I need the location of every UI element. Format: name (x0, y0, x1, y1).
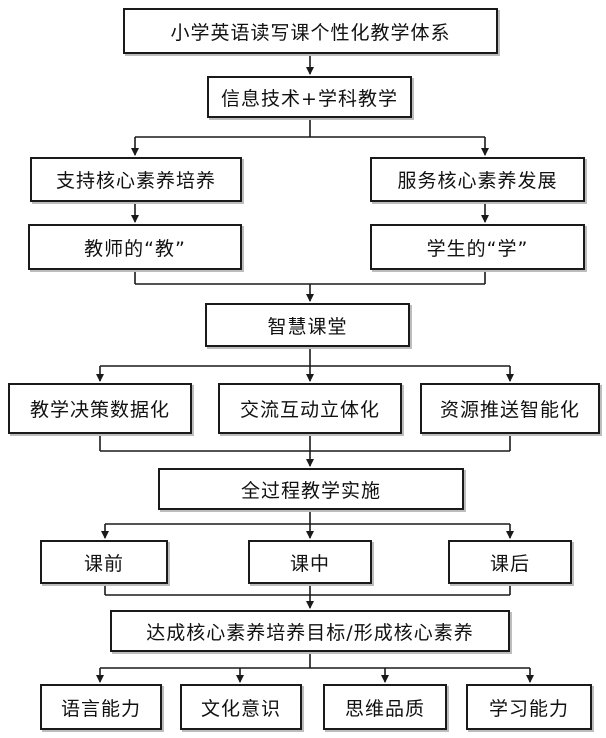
serve-core-literacy-box: 服务核心素养发展 (370, 157, 585, 202)
feature-box-data-decisions: 教学决策数据化 (8, 383, 192, 434)
outcome-box-learning: 学习能力 (466, 684, 592, 730)
full-process-box: 全过程教学实施 (158, 468, 464, 510)
teacher-teaching-box: 教师的“教” (28, 224, 242, 270)
outcome-box-language: 语言能力 (40, 684, 162, 730)
system-title-box: 小学英语读写课个性化教学体系 (123, 8, 498, 54)
it-plus-teaching-box: 信息技术+学科教学 (207, 76, 412, 118)
support-core-literacy-box: 支持核心素养培养 (30, 157, 242, 202)
stage-box-after: 课后 (448, 540, 572, 584)
feature-box-interaction: 交流互动立体化 (218, 383, 402, 434)
student-learning-box: 学生的“学” (370, 224, 585, 270)
feature-box-resource-push: 资源推送智能化 (420, 383, 600, 434)
smart-classroom-box: 智慧课堂 (205, 303, 410, 347)
stage-box-during: 课中 (248, 540, 372, 584)
outcome-box-culture: 文化意识 (180, 684, 302, 730)
outcome-box-thinking: 思维品质 (323, 684, 447, 730)
target-box: 达成核心素养培养目标/形成核心素养 (110, 610, 510, 652)
stage-box-before: 课前 (40, 540, 168, 584)
